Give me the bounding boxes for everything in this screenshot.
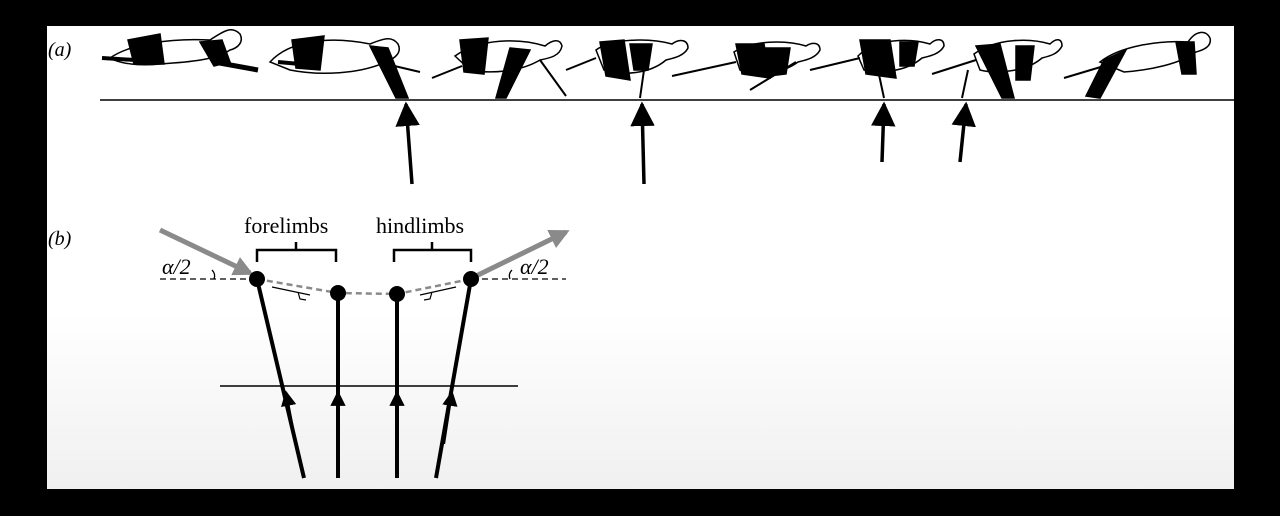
outgoing-velocity-arrow	[474, 229, 570, 279]
angle-arc-right	[508, 269, 513, 280]
forelimb-joint-1	[249, 271, 265, 287]
incoming-velocity-arrow	[158, 227, 254, 276]
cat-figure-5	[671, 41, 821, 91]
hindlimbs-bracket	[392, 242, 473, 262]
force-arrow-1	[281, 390, 298, 445]
cat-figure-2	[268, 35, 421, 99]
ground-reaction-arrow-4	[951, 101, 976, 163]
forelimb-joint-2	[330, 285, 346, 301]
cat-figure-4	[565, 39, 689, 99]
forelimbs-bracket	[255, 242, 338, 262]
perpendicular-marker-left	[271, 286, 311, 301]
hindlimb-joint-1	[389, 286, 405, 302]
panel-b-label: (b)	[48, 228, 72, 250]
angle-label-right: α/2	[520, 254, 549, 279]
force-arrow-4	[442, 390, 458, 445]
com-trajectory-path	[256, 277, 472, 296]
hindlimbs-label: hindlimbs	[376, 213, 464, 238]
cat-figure-3	[431, 37, 567, 99]
cat-figure-8	[1063, 31, 1212, 99]
ground-reaction-arrow-1	[395, 101, 420, 185]
perpendicular-marker-right	[419, 286, 457, 301]
angle-arc-left	[211, 269, 216, 280]
panel-a-label: (a)	[48, 39, 72, 61]
hindlimb-joint-2	[463, 271, 479, 287]
forelimbs-label: forelimbs	[244, 213, 328, 238]
cat-figure-1	[101, 29, 259, 73]
cat-figure-6	[809, 39, 945, 99]
ground-reaction-arrow-3	[870, 101, 896, 163]
ground-reaction-arrow-2	[630, 101, 655, 185]
forelimb-1	[255, 278, 306, 479]
hindlimb-2	[434, 278, 473, 479]
cat-figure-7	[931, 39, 1063, 99]
angle-label-left: α/2	[162, 254, 191, 279]
